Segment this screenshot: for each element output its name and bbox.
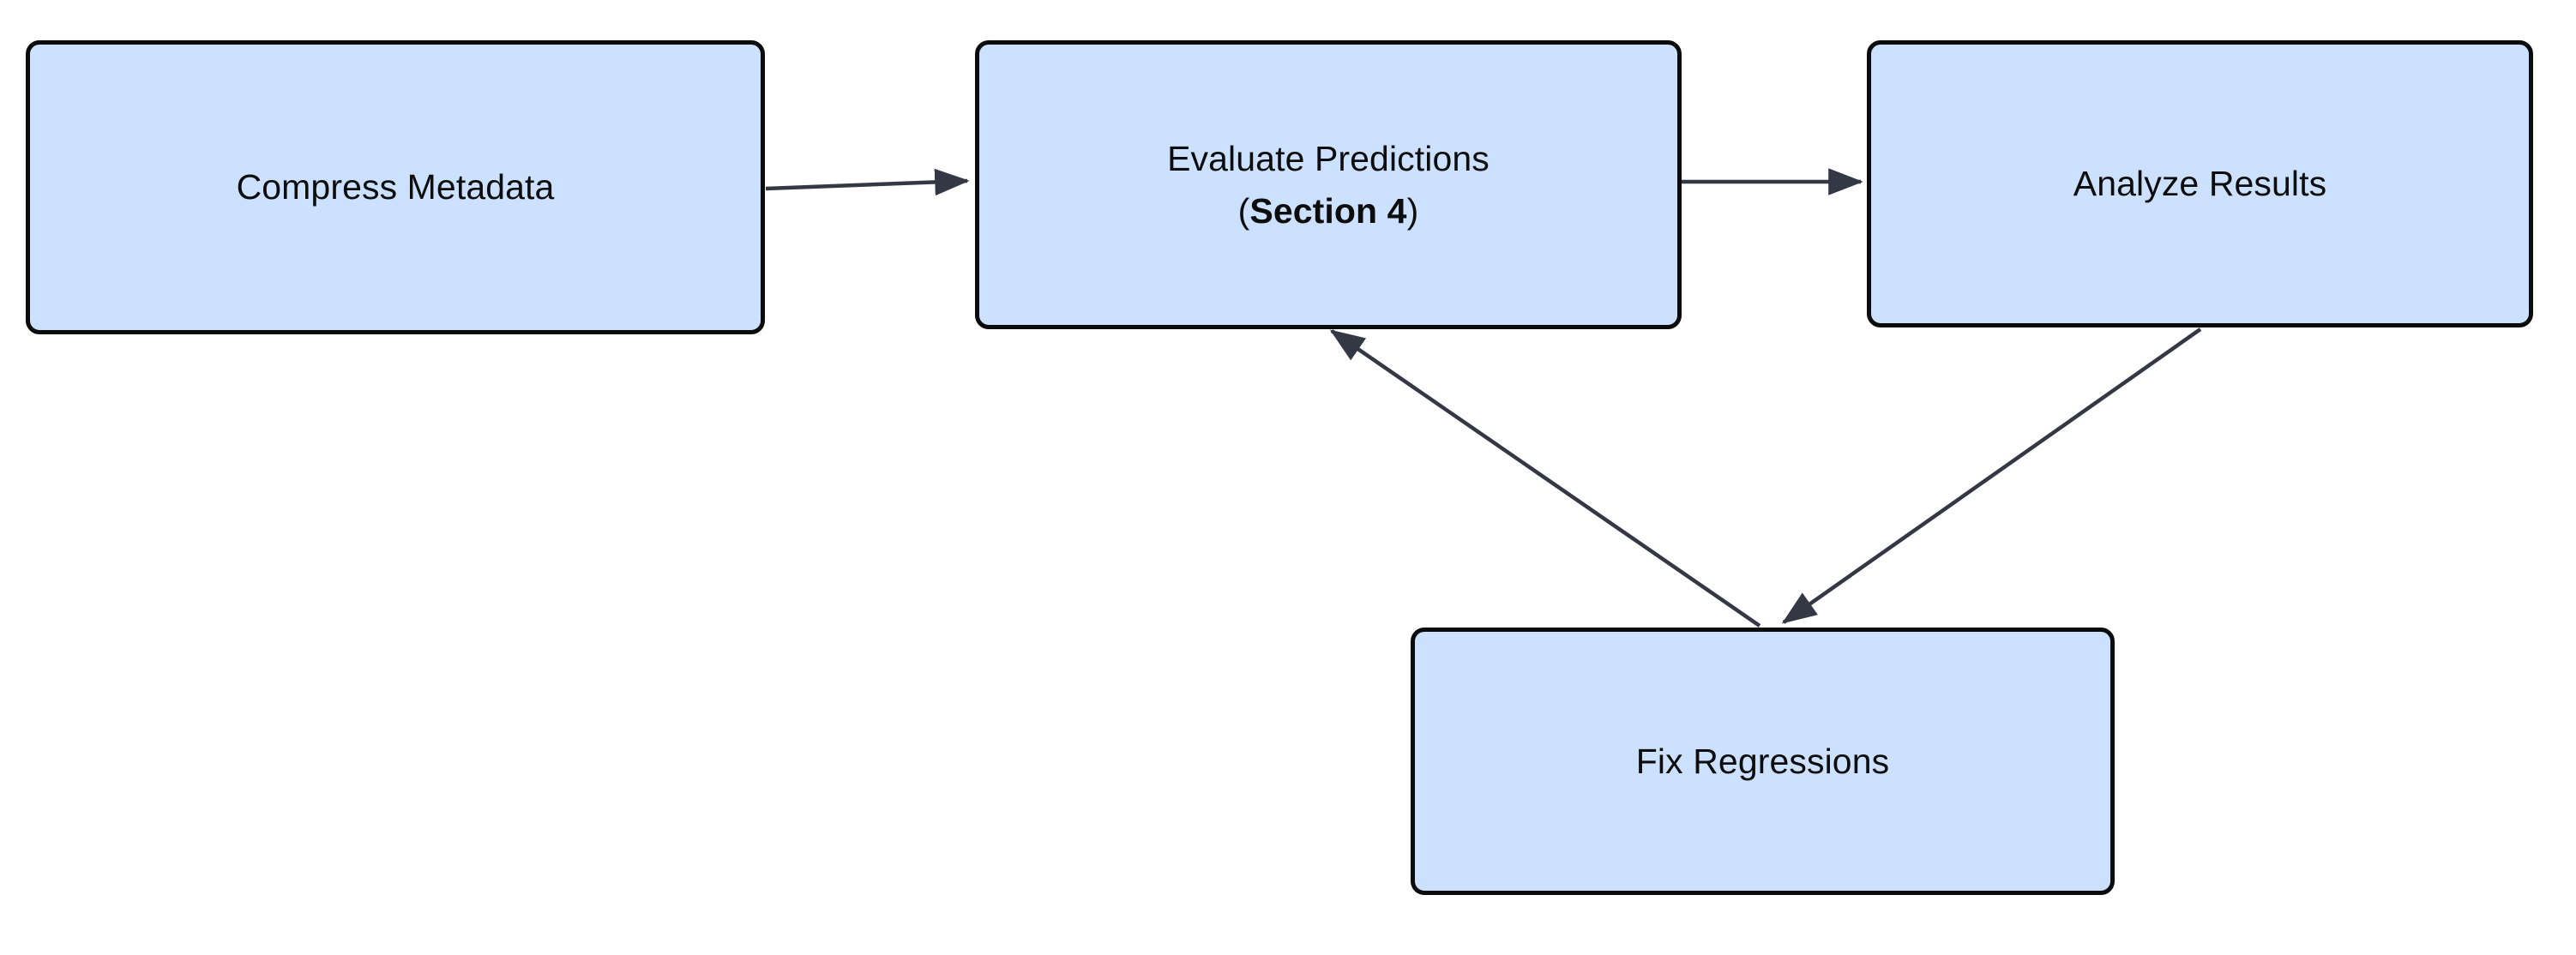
node-compress-metadata[interactable]: Compress Metadata — [26, 40, 765, 334]
open-paren: ( — [1237, 190, 1250, 231]
edge-fix-to-evaluate — [1329, 329, 1761, 628]
node-label-analyze-results: Analyze Results — [2058, 162, 2342, 205]
section-reference: Section 4 — [1249, 190, 1407, 231]
node-evaluate-predictions[interactable]: Evaluate Predictions (Section 4) — [975, 40, 1682, 329]
close-paren: ) — [1406, 190, 1419, 231]
node-line-2: (Section 4) — [1167, 189, 1490, 232]
node-line-1: Compress Metadata — [236, 167, 555, 207]
node-line-1: Evaluate Predictions — [1167, 139, 1490, 179]
node-label-fix-regressions: Fix Regressions — [1621, 740, 1905, 783]
node-line-1: Fix Regressions — [1635, 741, 1890, 781]
node-label-evaluate-predictions: Evaluate Predictions (Section 4) — [1152, 137, 1505, 231]
edge-analyze-to-fix — [1781, 327, 2202, 624]
edge-compress-to-evaluate — [765, 168, 970, 196]
node-fix-regressions[interactable]: Fix Regressions — [1411, 628, 2115, 895]
node-label-compress-metadata: Compress Metadata — [221, 165, 570, 208]
node-line-1: Analyze Results — [2073, 164, 2327, 204]
node-analyze-results[interactable]: Analyze Results — [1867, 40, 2533, 327]
